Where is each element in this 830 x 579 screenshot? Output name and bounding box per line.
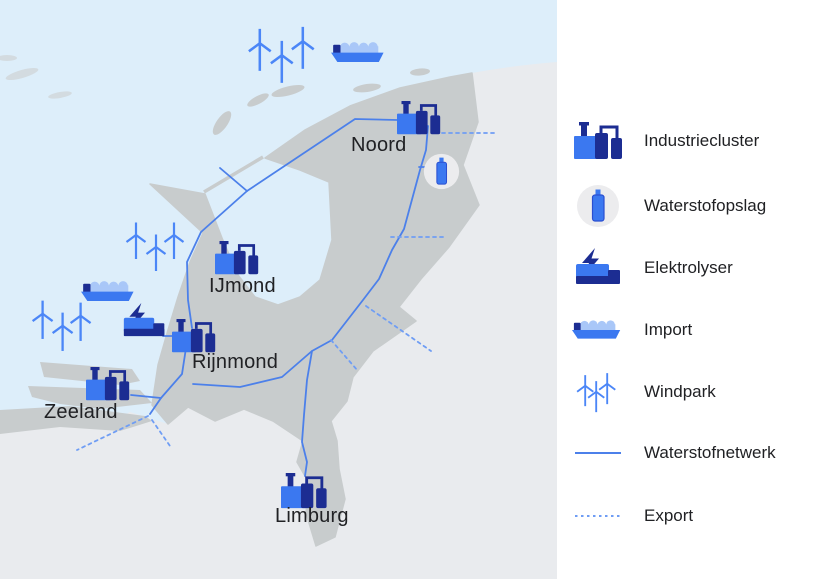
- industriecluster-icon: [570, 122, 626, 160]
- waterstofnetwerk-lines: [130, 118, 429, 477]
- legend-panel: Industriecluster Waterstofopslag Elektro…: [557, 0, 830, 579]
- legend-label: Elektrolyser: [644, 258, 733, 277]
- map-canvas: [0, 0, 557, 579]
- legend-label: Industriecluster: [644, 131, 760, 150]
- germany-land: [316, 62, 557, 579]
- map-label-ijmond: IJmond: [209, 275, 276, 297]
- wadden-islands: [212, 68, 430, 135]
- legend-item-elektrolyser: Elektrolyser: [557, 243, 830, 293]
- import-ship-north-icon: [331, 42, 384, 63]
- waterstofnetwerk-icon: [570, 449, 626, 457]
- windpark-icon: [570, 369, 626, 415]
- afsluitdijk: [203, 155, 264, 194]
- import-icon: [570, 318, 626, 342]
- waterstofopslag-noord-icon: [423, 153, 460, 190]
- legend-label: Import: [644, 320, 693, 339]
- legend-item-export: Export: [557, 491, 830, 541]
- map-label-noord: Noord: [351, 134, 407, 156]
- legend-label: Export: [644, 506, 694, 525]
- map-label-zeeland: Zeeland: [44, 401, 118, 423]
- legend-label: Waterstofopslag: [644, 196, 767, 215]
- elektrolyser-icon: [570, 248, 626, 288]
- map-label-rijnmond: Rijnmond: [192, 351, 279, 373]
- map-label-limburg: Limburg: [275, 505, 349, 527]
- legend-item-windpark: Windpark: [557, 367, 830, 417]
- import-ship-west-icon: [81, 281, 134, 302]
- map-netherlands: Noord IJmond Rijnmond Zeeland Limburg: [0, 0, 557, 579]
- export-icon: [570, 512, 626, 520]
- legend-label: Waterstofnetwerk: [644, 443, 776, 462]
- sandbank-shapes: [0, 55, 72, 99]
- legend-item-waterstofnetwerk: Waterstofnetwerk: [557, 428, 830, 478]
- export-lines: [76, 132, 498, 451]
- belgium-land: [0, 407, 320, 579]
- legend-item-industriecluster: Industriecluster: [557, 116, 830, 166]
- legend-item-import: Import: [557, 305, 830, 355]
- waterstofopslag-icon: [570, 184, 626, 228]
- legend-label: Windpark: [644, 382, 716, 401]
- legend-item-waterstofopslag: Waterstofopslag: [557, 181, 830, 231]
- netherlands-land: [149, 72, 480, 547]
